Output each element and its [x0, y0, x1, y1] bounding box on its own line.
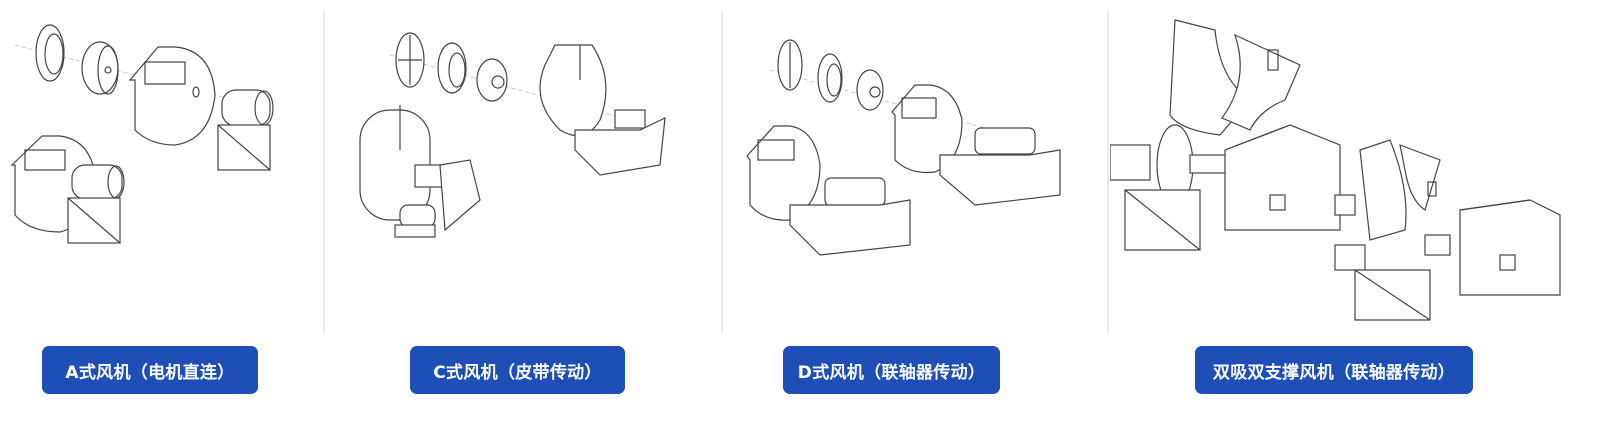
- panel-a-type-fan: A式风机（电机直连）: [0, 0, 320, 423]
- panel-double-suction-fan: 双吸双支撑风机（联轴器传动）: [1110, 0, 1600, 423]
- double-suction-fan-button[interactable]: 双吸双支撑风机（联轴器传动）: [1195, 346, 1473, 394]
- panel-d-type-fan: D式风机（联轴器传动）: [730, 0, 1105, 423]
- c-type-fan-illustration: [359, 32, 666, 238]
- divider-2: [721, 11, 723, 333]
- a-type-fan-illustration: [10, 24, 274, 244]
- c-type-fan-button[interactable]: C式风机（皮带传动）: [410, 346, 625, 394]
- d-type-fan-button[interactable]: D式风机（联轴器传动）: [783, 346, 1000, 394]
- a-type-fan-button[interactable]: A式风机（电机直连）: [42, 346, 258, 394]
- double-suction-fan-illustration: [1110, 19, 1561, 321]
- divider-1: [323, 11, 325, 333]
- d-type-fan-illustration: [746, 39, 1061, 256]
- divider-3: [1107, 11, 1109, 333]
- panel-c-type-fan: C式风机（皮带传动）: [330, 0, 720, 423]
